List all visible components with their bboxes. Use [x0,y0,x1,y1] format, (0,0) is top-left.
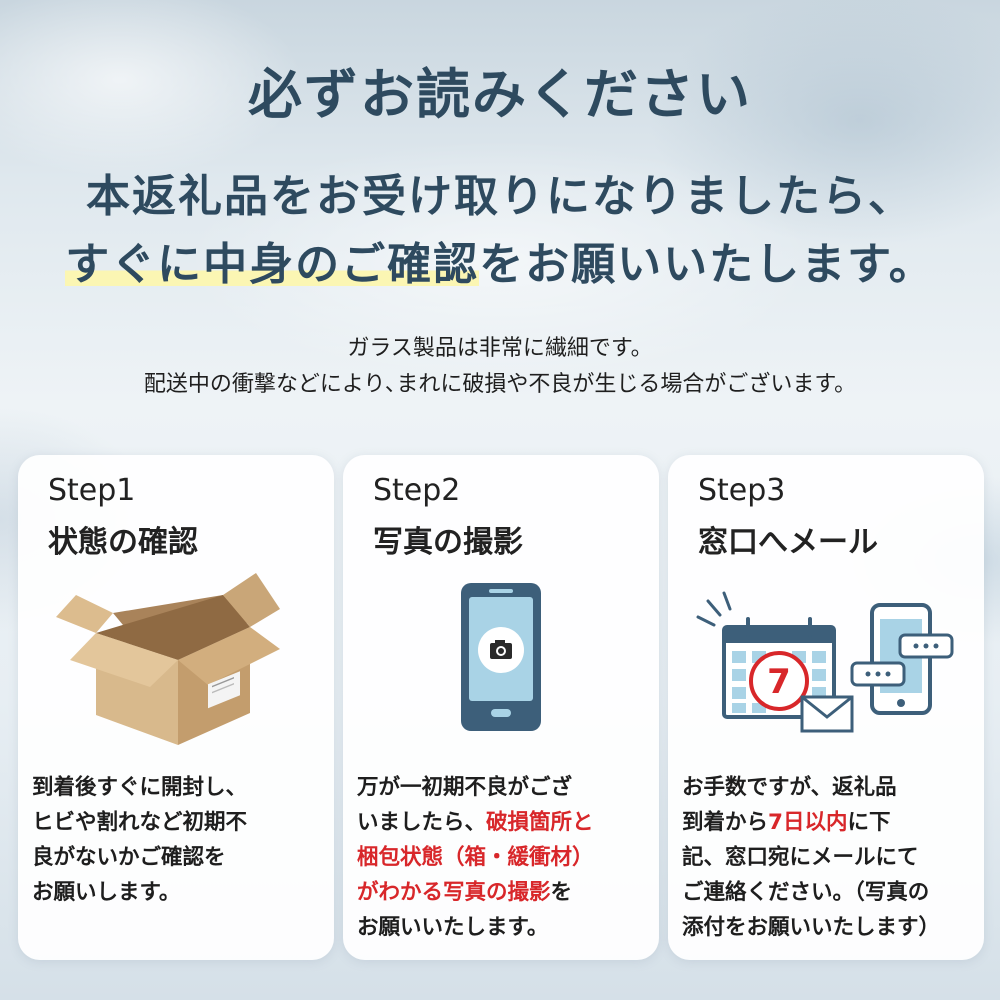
step2-desc-emphasis: 破損箇所と [486,810,594,835]
step2-card: Step2 写真の撮影 万が一初期不良がござ いましたら、破損箇所と 梱包状態（… [343,455,659,960]
notice-line1: ガラス製品は非常に繊細です。 [347,336,653,361]
step1-label: Step1 [48,473,136,508]
headline-highlight: すぐに中身のご確認 [65,239,480,290]
step2-desc-text: いましたら、 [357,810,487,835]
step3-description: お手数ですが、返礼品 到着から7日以内に下 記、窓口宛にメールにて ご連絡くださ… [682,770,978,945]
step3-desc-line: 添付をお願いいたします） [682,915,941,940]
step3-desc-line: 到着から7日以内に下 [682,805,978,840]
step3-title: 窓口へメール [698,525,878,560]
step3-desc-text: に下 [847,810,891,835]
step2-description: 万が一初期不良がござ いましたら、破損箇所と 梱包状態（箱・緩衝材） がわかる写… [357,770,653,945]
step1-desc-line: 到着後すぐに開封し、 [32,775,248,800]
step2-title: 写真の撮影 [373,525,523,560]
step3-desc-emphasis: 7日以内 [768,810,848,835]
step2-desc-text: を [550,880,573,905]
headline-line2: すぐに中身のご確認をお願いいたします。 [0,228,1000,292]
step1-desc-line: 良がないかご確認を [32,845,226,870]
step1-description: 到着後すぐに開封し、 ヒビや割れなど初期不 良がないかご確認を お願いします。 [32,770,328,910]
headline-line2-rest: をお願いいたします。 [479,239,935,290]
cardboard-box-icon [18,565,334,755]
step3-card: Step3 窓口へメール 7 [668,455,984,960]
step1-desc-line: お願いします。 [32,880,181,905]
step3-label: Step3 [698,473,786,508]
step2-desc-line: いましたら、破損箇所と [357,805,653,840]
step1-card: Step1 状態の確認 到着後すぐに開封し、 ヒビや割れなど初期不 良がないかご… [18,455,334,960]
headline-line1: 本返礼品をお受け取りになりましたら、 [86,171,914,222]
step2-desc-line: がわかる写真の撮影を [357,875,653,910]
step2-desc-emphasis: 梱包状態（箱・緩衝材） [357,845,594,870]
calendar-number: 7 [767,662,791,702]
step2-label: Step2 [373,473,461,508]
step2-desc-line: 万が一初期不良がござ [357,775,573,800]
calendar-mail-phone-icon: 7 [668,565,984,755]
notice-line2: 配送中の衝撃などにより､まれに破損や不良が生じる場合がございます。 [143,372,857,397]
step2-desc-emphasis: がわかる写真の撮影 [357,880,551,905]
step2-desc-line: お願いいたします。 [357,915,549,940]
step3-desc-line: お手数ですが、返礼品 [682,775,897,800]
step3-desc-line: 記、窓口宛にメールにて [682,845,919,870]
smartphone-camera-icon [343,565,659,755]
page-title: 必ずお読みください [248,62,752,126]
step3-desc-text: 到着から [682,810,769,835]
step1-desc-line: ヒビや割れなど初期不 [32,810,248,835]
step3-desc-line: ご連絡ください。（写真の [682,880,930,905]
step1-title: 状態の確認 [48,525,198,560]
